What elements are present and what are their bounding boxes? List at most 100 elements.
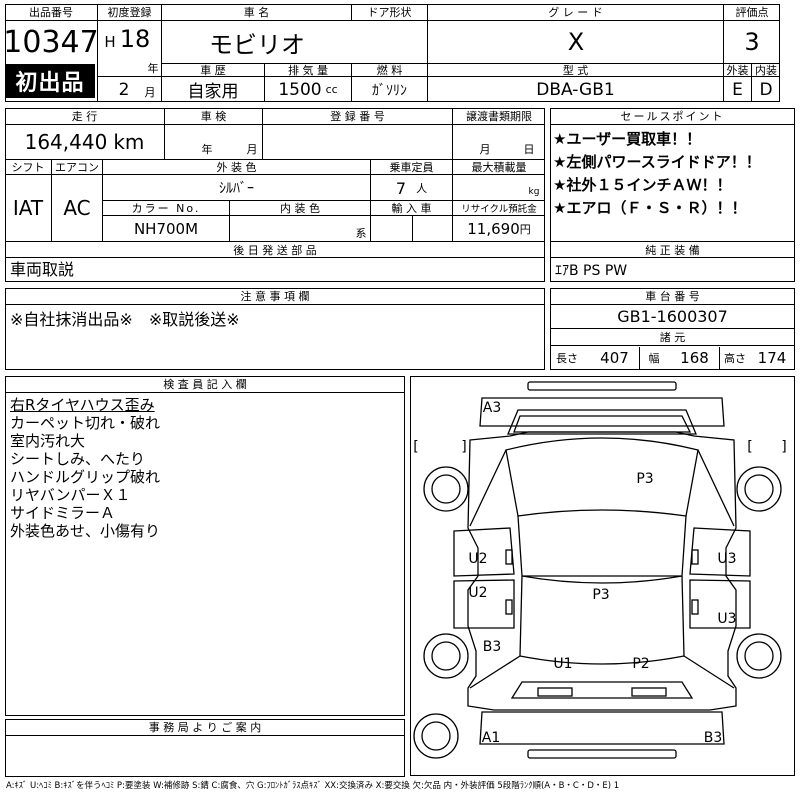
fuel-label: 燃 料: [352, 63, 428, 77]
inspector-line: 室内汚れ大: [10, 432, 86, 450]
later-parts-label: 後 日 発 送 部 品: [5, 241, 545, 258]
row3-line: [103, 200, 545, 201]
inspector-line: 外装色あせ、小傷有り: [10, 522, 161, 540]
score: 3: [744, 28, 760, 56]
inspection-label: 車 検: [165, 108, 263, 125]
header-row2-line: [162, 63, 780, 64]
era: H: [104, 33, 116, 51]
selling-points-box: [550, 108, 795, 282]
color-no: NH700M: [103, 216, 230, 241]
displacement-label: 排 気 量: [265, 63, 352, 77]
notes: ※自社抹消出品※ ※取説後送※: [10, 309, 240, 329]
inspector-line: シートしみ、へたり: [10, 450, 146, 468]
lot-divider: [5, 64, 98, 102]
grade: X: [567, 28, 585, 56]
mileage-cell: 164,440 km: [5, 125, 165, 159]
interior-label: 内装: [752, 63, 780, 77]
selling-point-item: ★エアロ（Ｆ・Ｓ・Ｒ）！！: [553, 199, 747, 217]
month-cell: [98, 76, 162, 102]
history: 自家用: [162, 77, 265, 102]
grade-label: グ レ ー ド: [428, 4, 724, 21]
fuel: ｶﾞｿﾘﾝ: [352, 77, 428, 102]
row2-line: [5, 159, 545, 160]
displacement: 1500: [278, 79, 322, 100]
bracket-left-close: ]: [461, 439, 467, 455]
model: DBA-GB1: [428, 77, 724, 102]
car-name: モビリオ: [209, 30, 305, 59]
shift-label: シフト: [5, 159, 52, 175]
inspector-label: 検 査 員 記 入 欄: [5, 376, 405, 393]
legend: A:ｷｽﾞ U:ﾍｺﾐ B:ｷｽﾞを伴うﾍｺﾐ P:要塗装 W:補修跡 S:錆 …: [6, 781, 620, 791]
selling-points-label: セールスポイント: [550, 108, 795, 125]
width-label: 幅: [648, 352, 660, 365]
lot-no-label: 出品番号: [5, 4, 98, 21]
equipment-label: 純 正 装 備: [550, 241, 795, 258]
first-reg-label: 初度登録: [98, 4, 162, 21]
capacity-label: 乗車定員: [371, 159, 453, 175]
chassis-no: GB1-1600307: [550, 305, 795, 329]
first-listing-badge: 初出品: [5, 64, 95, 98]
later-parts: 車両取説: [10, 260, 75, 279]
model-label: 型 式: [428, 63, 724, 77]
interior-color-unit: 系: [355, 227, 367, 240]
shift: IAT: [5, 175, 52, 241]
exterior-grade: E: [724, 77, 752, 102]
score-divider: [723, 4, 724, 102]
displacement-unit: cc: [325, 83, 338, 96]
first-reg-month: 2: [118, 80, 130, 100]
car-name-label: 車 名: [162, 4, 352, 21]
bracket-right-open: [: [747, 439, 753, 455]
inspection-cell: [165, 125, 263, 159]
mark-front-bumper: A3: [482, 400, 502, 416]
inspector-line: サイドミラーＡ: [10, 504, 116, 522]
import-cell: [371, 216, 413, 241]
year-unit: 年: [147, 62, 159, 75]
bracket-left-open: [: [413, 439, 419, 455]
recycle-unit: 円: [519, 222, 531, 236]
recycle-label: リサイクル預託金: [453, 200, 545, 216]
ac-label: エアコン: [52, 159, 103, 175]
inspector-line: 右Rタイヤハウス歪み: [10, 396, 155, 414]
capacity-unit: 人: [416, 182, 428, 195]
color-label: 外 装 色: [103, 159, 371, 175]
equipment: ｴｱB PS PW: [555, 262, 628, 279]
door-label: ドア形状: [352, 4, 428, 21]
ac: AC: [52, 175, 103, 241]
mileage: 164,440: [24, 130, 108, 154]
length: 407: [590, 347, 640, 369]
interior-grade: D: [759, 79, 773, 100]
load-label: 最大積載量: [453, 159, 545, 175]
import-cell-2: [413, 216, 453, 241]
displacement-cell: 1500 cc: [265, 77, 352, 102]
width: 168: [670, 347, 720, 369]
mark-right-rear-door: U3: [717, 611, 737, 627]
car-diagram: [413, 381, 782, 759]
inspection-month-unit: 月: [246, 143, 258, 156]
office-box: [5, 719, 405, 777]
mileage-label: 走 行: [5, 108, 165, 125]
selling-point-item: ★社外１５インチＡＷ！！: [553, 176, 732, 194]
exterior-label: 外装: [724, 63, 752, 77]
inspector-box: [5, 376, 405, 716]
car-diagram-box: [410, 376, 795, 776]
recycle-cell: 11,690 円: [453, 216, 545, 241]
inspector-line: リヤバンパーＸ１: [10, 486, 131, 504]
transfer-day-unit: 日: [523, 143, 535, 156]
first-reg-year: 18: [119, 25, 151, 53]
chassis-box: [550, 288, 795, 370]
bracket-right-close: ]: [781, 439, 787, 455]
notes-box: [5, 288, 545, 370]
mileage-unit: km: [113, 130, 145, 154]
capacity-cell: 7 人: [371, 175, 453, 201]
mark-rear-left: U1: [553, 656, 573, 672]
mark-rear-right: P2: [632, 656, 650, 672]
length-label: 長さ: [556, 352, 578, 365]
score-label: 評価点: [724, 4, 780, 21]
transfer-label: 譲渡書類期限: [453, 108, 545, 125]
mark-right-front-door: U3: [717, 551, 737, 567]
load-unit: kg: [528, 187, 540, 197]
mark-rear-bumper-right: B3: [703, 730, 723, 746]
lot-no: 10347: [5, 21, 98, 64]
interior-color-cell: [230, 216, 371, 241]
door-cell: [352, 21, 428, 63]
